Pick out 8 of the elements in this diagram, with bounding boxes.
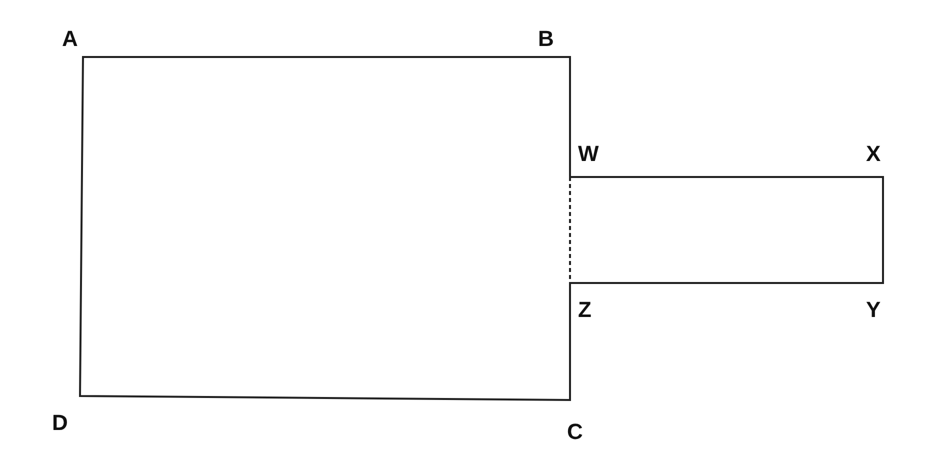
vertex-label: X: [866, 142, 881, 166]
vertex-label: B: [538, 27, 554, 51]
vertex-label: Y: [866, 298, 881, 322]
vertex-label: C: [567, 420, 583, 444]
vertex-label: D: [52, 411, 68, 435]
vertex-label: W: [578, 142, 599, 166]
vertex-label: A: [62, 27, 78, 51]
vertex-label: Z: [578, 298, 592, 322]
